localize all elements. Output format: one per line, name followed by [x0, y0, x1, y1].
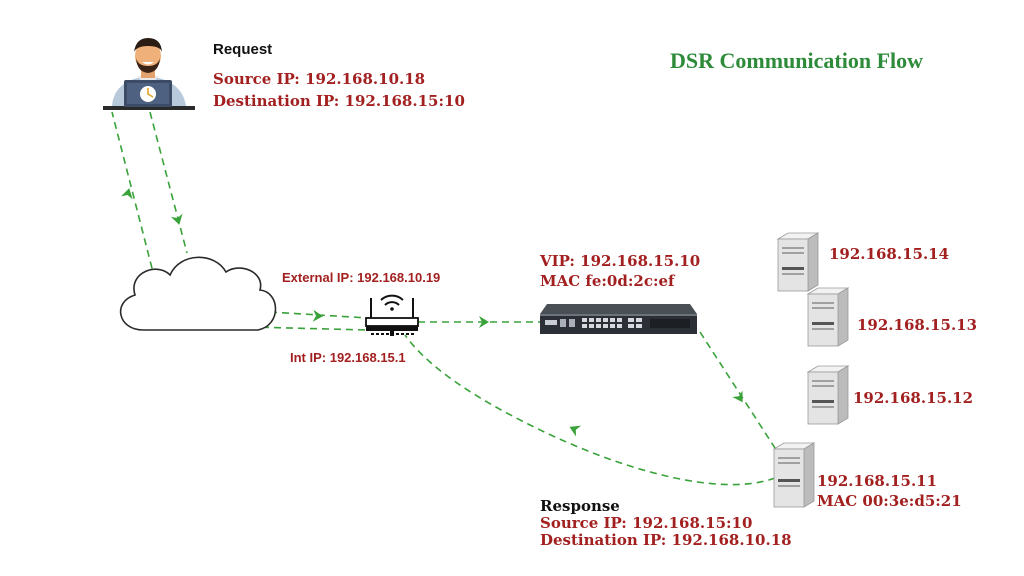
response-source-ip: Source IP: 192.168.15:10 — [540, 514, 753, 532]
flow-line-user-to-cloud-down — [149, 111, 188, 254]
diagram-title: DSR Communication Flow — [670, 48, 924, 73]
server-icon — [806, 287, 850, 347]
request-title: Request — [213, 41, 273, 58]
load-balancer-mac: MAC fe:0d:2c:ef — [540, 272, 675, 290]
server-ip-label: 192.168.15.12 — [853, 389, 974, 407]
internet-cloud-icon — [119, 256, 277, 331]
router-icon — [365, 294, 419, 336]
server-ip-label: 192.168.15.11 — [817, 472, 938, 490]
flow-arrow-left-icon — [566, 421, 582, 437]
load-balancer-vip: VIP: 192.168.15.10 — [540, 252, 701, 270]
server-ip-label: 192.168.15.13 — [857, 316, 978, 334]
flow-line-lb-to-server — [699, 331, 776, 449]
flow-line-cloud-to-router-lower — [249, 326, 369, 331]
response-title: Response — [540, 497, 620, 515]
flow-line-server-to-router-return — [404, 334, 776, 486]
router-external-ip: External IP: 192.168.10.19 — [282, 270, 441, 285]
request-source-ip: Source IP: 192.168.10.18 — [213, 70, 426, 88]
flow-line-cloud-to-user-up — [111, 111, 156, 281]
load-balancer-icon — [540, 304, 697, 334]
server-icon — [772, 442, 816, 508]
flow-arrow-right-icon — [312, 309, 324, 323]
server-mac-label: MAC 00:3e:d5:21 — [817, 492, 962, 510]
server-icon — [776, 232, 820, 292]
response-destination-ip: Destination IP: 192.168.10.18 — [540, 531, 792, 549]
flow-arrow-down-icon — [170, 213, 186, 227]
user-laptop-icon — [103, 38, 195, 110]
request-destination-ip: Destination IP: 192.168.15:10 — [213, 92, 465, 110]
router-internal-ip: Int IP: 192.168.15.1 — [290, 350, 406, 365]
server-ip-label: 192.168.15.14 — [829, 245, 950, 263]
server-icon — [806, 365, 850, 425]
